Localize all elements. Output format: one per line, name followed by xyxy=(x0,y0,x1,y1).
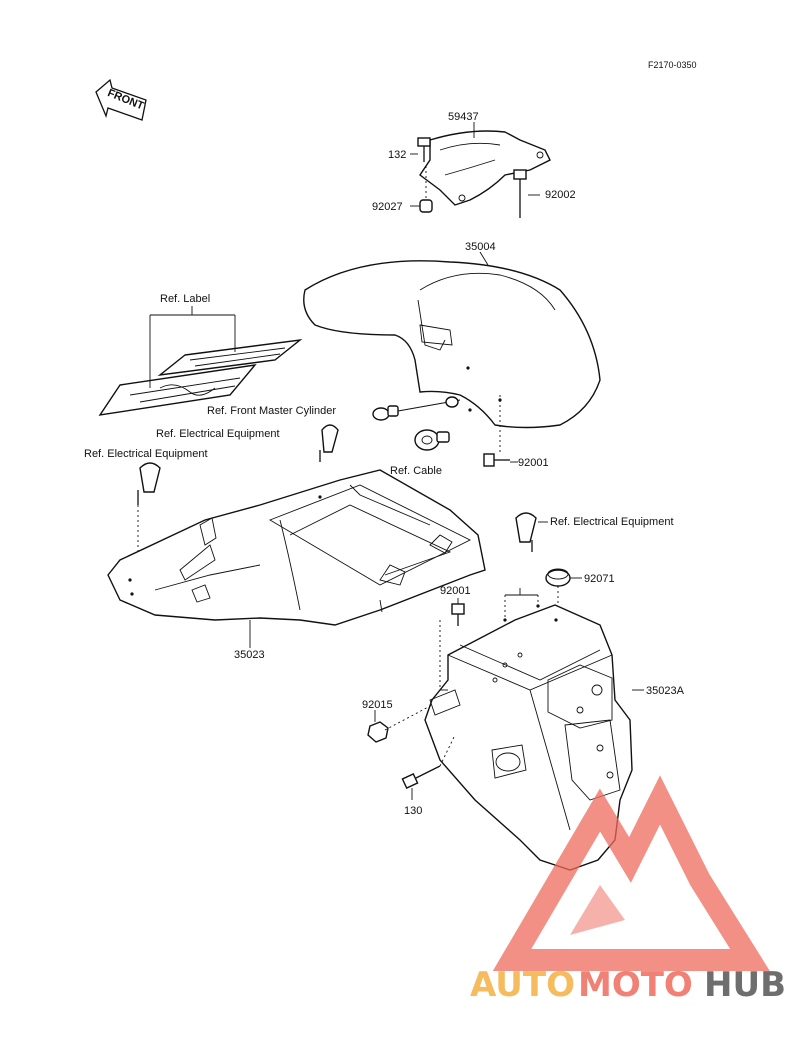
label-92001-front: 92001 xyxy=(518,457,549,469)
inner-fender-35023 xyxy=(107,469,486,626)
label-92071: 92071 xyxy=(584,573,615,585)
watermark-auto: AUTO xyxy=(470,965,575,1005)
bolt-92001-rear xyxy=(451,598,465,626)
label-92027: 92027 xyxy=(372,201,403,213)
label-132: 132 xyxy=(388,149,406,161)
label-130: 130 xyxy=(404,805,422,817)
watermark-moto: MOTO xyxy=(578,965,693,1005)
cable-clamp-2 xyxy=(137,462,161,585)
front-fender-35004 xyxy=(303,260,601,429)
front-arrow-icon xyxy=(95,78,147,121)
label-92015: 92015 xyxy=(362,699,393,711)
bolt-92002 xyxy=(513,169,540,218)
grommet-master-cylinder xyxy=(372,405,399,421)
label-92002: 92002 xyxy=(545,189,576,201)
diagram-code: F2170-0350 xyxy=(648,60,697,70)
label-ref-electrical-2: Ref. Electrical Equipment xyxy=(84,448,208,460)
label-35023A: 35023A xyxy=(646,685,685,697)
label-59437: 59437 xyxy=(448,111,479,123)
label-92001-rear: 92001 xyxy=(440,585,471,597)
label-35004: 35004 xyxy=(465,241,496,253)
collar-92027 xyxy=(410,166,433,213)
bolt-92001-front xyxy=(483,395,510,467)
label-ref-electrical-3: Ref. Electrical Equipment xyxy=(550,516,674,528)
watermark-hub: HUB xyxy=(704,965,786,1005)
warning-labels xyxy=(98,338,303,416)
cable-clamp-3 xyxy=(515,512,537,552)
cable-grommet xyxy=(414,429,450,451)
nut-92015 xyxy=(367,704,433,743)
rear-fender-35023A xyxy=(424,604,633,871)
label-35023: 35023 xyxy=(234,649,265,661)
bracket-59437 xyxy=(419,130,551,206)
bolt-132 xyxy=(410,137,431,162)
label-ref-electrical-1: Ref. Electrical Equipment xyxy=(156,428,280,440)
label-ref-label: Ref. Label xyxy=(160,293,210,305)
bolt-130 xyxy=(401,734,456,800)
clip-fender xyxy=(445,396,459,408)
cable-clamp-1 xyxy=(319,424,339,462)
watermark-logo-icon xyxy=(492,775,770,971)
label-ref-front-master-cylinder: Ref. Front Master Cylinder xyxy=(207,405,336,417)
label-ref-cable: Ref. Cable xyxy=(390,465,442,477)
